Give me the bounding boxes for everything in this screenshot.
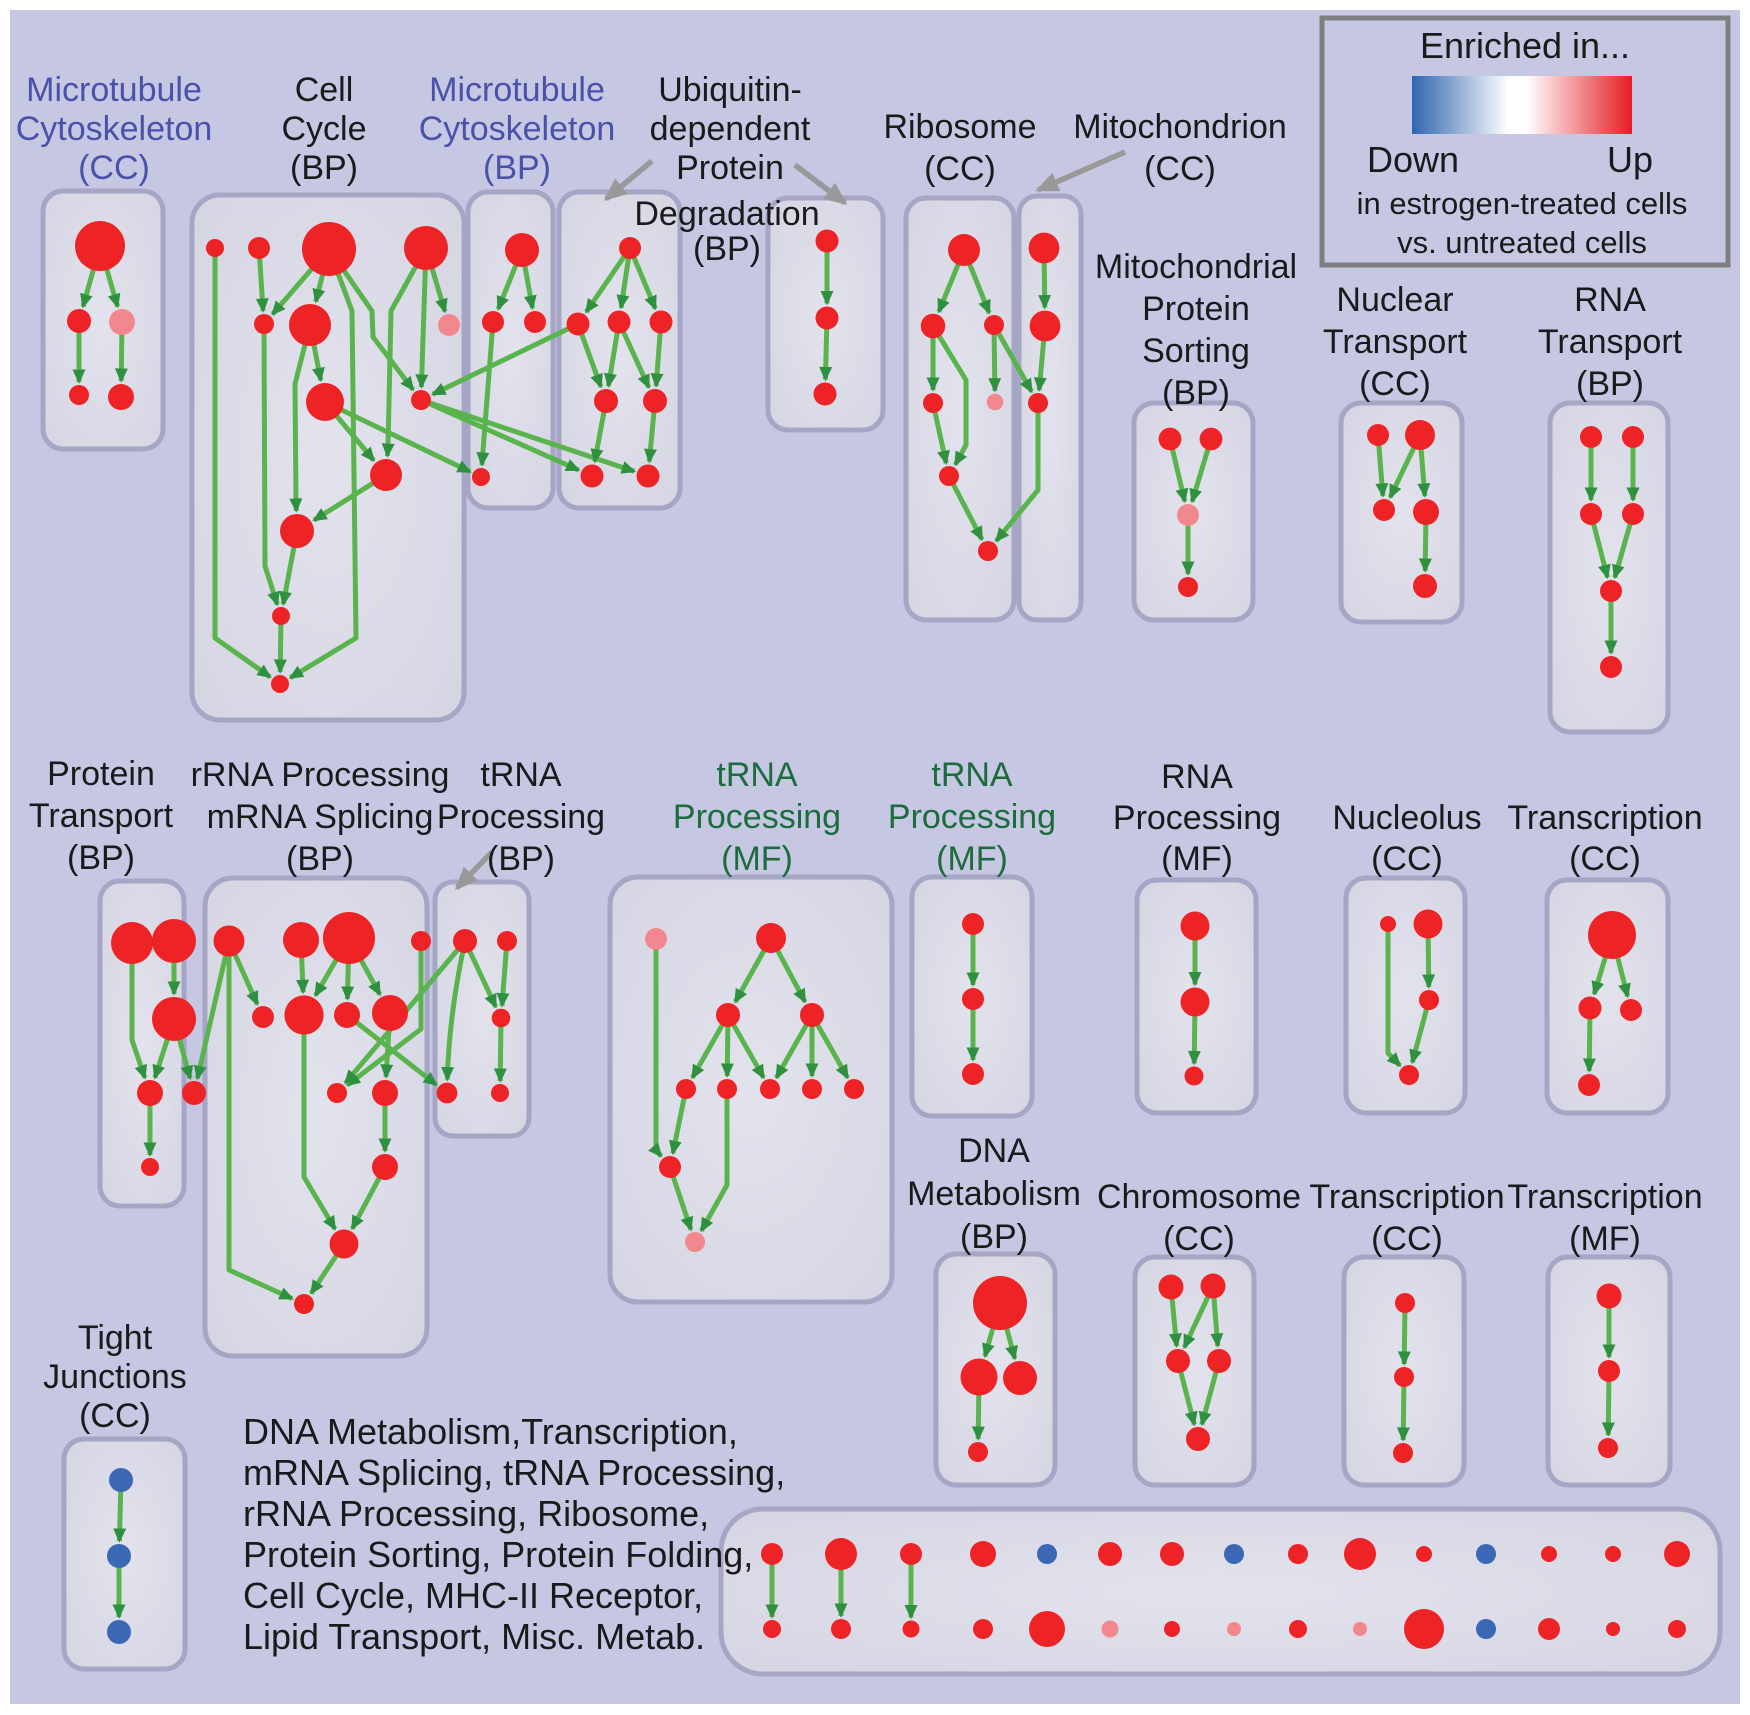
svg-text:(BP): (BP): [67, 839, 135, 877]
svg-text:tRNA: tRNA: [931, 756, 1013, 794]
svg-text:RNA: RNA: [1574, 281, 1646, 319]
svg-text:vs. untreated cells: vs. untreated cells: [1397, 225, 1647, 260]
svg-text:Cytoskeleton: Cytoskeleton: [419, 110, 616, 148]
svg-text:Ribosome: Ribosome: [883, 108, 1036, 146]
svg-text:(CC): (CC): [79, 1397, 151, 1435]
svg-text:Down: Down: [1367, 139, 1459, 180]
svg-text:Ubiquitin-: Ubiquitin-: [658, 71, 802, 109]
svg-text:Transcription: Transcription: [1309, 1178, 1504, 1216]
svg-text:(CC): (CC): [1359, 365, 1431, 403]
svg-text:DNA Metabolism,Transcription,: DNA Metabolism,Transcription,: [243, 1411, 738, 1452]
svg-text:Cell Cycle, MHC-II Receptor,: Cell Cycle, MHC-II Receptor,: [243, 1575, 703, 1616]
svg-text:(CC): (CC): [78, 149, 150, 187]
svg-text:Chromosome: Chromosome: [1097, 1178, 1301, 1216]
svg-text:mRNA Splicing, tRNA Processing: mRNA Splicing, tRNA Processing,: [243, 1452, 785, 1493]
svg-text:Transport: Transport: [1323, 323, 1468, 361]
svg-text:(BP): (BP): [1162, 374, 1230, 412]
svg-text:(CC): (CC): [1569, 840, 1641, 878]
svg-text:(CC): (CC): [1163, 1220, 1235, 1258]
svg-text:Metabolism: Metabolism: [907, 1175, 1081, 1213]
svg-text:Transport: Transport: [29, 797, 174, 835]
svg-text:Processing: Processing: [673, 798, 841, 836]
svg-text:in estrogen-treated cells: in estrogen-treated cells: [1357, 186, 1688, 221]
svg-text:RNA: RNA: [1161, 758, 1233, 796]
svg-text:Mitochondrion: Mitochondrion: [1073, 108, 1287, 146]
svg-text:tRNA: tRNA: [716, 756, 798, 794]
svg-text:Microtubule: Microtubule: [429, 71, 605, 109]
svg-text:(CC): (CC): [1371, 840, 1443, 878]
svg-text:Processing: Processing: [1113, 799, 1281, 837]
svg-text:Tight: Tight: [78, 1319, 153, 1357]
svg-text:dependent: dependent: [650, 110, 811, 148]
svg-text:(CC): (CC): [1371, 1220, 1443, 1258]
svg-text:Transcription: Transcription: [1507, 1178, 1702, 1216]
svg-text:rRNA Processing, Ribosome,: rRNA Processing, Ribosome,: [243, 1493, 709, 1534]
svg-text:Sorting: Sorting: [1142, 332, 1250, 370]
svg-text:rRNA Processing: rRNA Processing: [191, 756, 450, 794]
svg-text:(BP): (BP): [1576, 365, 1644, 403]
svg-text:(MF): (MF): [1569, 1220, 1641, 1258]
svg-text:Processing: Processing: [437, 798, 605, 836]
svg-text:Microtubule: Microtubule: [26, 71, 202, 109]
svg-text:Transcription: Transcription: [1507, 799, 1702, 837]
svg-text:Mitochondrial: Mitochondrial: [1095, 248, 1297, 286]
svg-text:Protein: Protein: [47, 755, 155, 793]
svg-text:Lipid Transport, Misc. Metab.: Lipid Transport, Misc. Metab.: [243, 1616, 705, 1657]
svg-text:(BP): (BP): [487, 840, 555, 878]
svg-text:Degradation: Degradation: [634, 195, 819, 233]
svg-text:Cycle: Cycle: [281, 110, 366, 148]
svg-text:(MF): (MF): [936, 840, 1008, 878]
svg-text:(BP): (BP): [286, 840, 354, 878]
svg-text:(BP): (BP): [290, 149, 358, 187]
svg-text:Cell: Cell: [295, 71, 354, 109]
svg-text:Up: Up: [1607, 139, 1653, 180]
svg-text:Enriched in...: Enriched in...: [1420, 25, 1630, 66]
svg-text:(CC): (CC): [1144, 150, 1216, 188]
svg-text:(BP): (BP): [483, 149, 551, 187]
svg-text:Nucleolus: Nucleolus: [1332, 799, 1481, 837]
svg-text:mRNA Splicing: mRNA Splicing: [207, 798, 434, 836]
svg-text:(CC): (CC): [924, 150, 996, 188]
svg-text:tRNA: tRNA: [480, 756, 562, 794]
svg-text:(MF): (MF): [1161, 840, 1233, 878]
svg-text:Cytoskeleton: Cytoskeleton: [16, 110, 213, 148]
svg-text:DNA: DNA: [958, 1132, 1030, 1170]
svg-text:(BP): (BP): [693, 230, 761, 268]
svg-text:Transport: Transport: [1538, 323, 1683, 361]
svg-text:Nuclear: Nuclear: [1336, 281, 1453, 319]
svg-text:Processing: Processing: [888, 798, 1056, 836]
svg-text:Protein: Protein: [676, 149, 784, 187]
svg-text:(MF): (MF): [721, 840, 793, 878]
svg-text:Protein: Protein: [1142, 290, 1250, 328]
svg-text:Protein Sorting, Protein Foldi: Protein Sorting, Protein Folding,: [243, 1534, 753, 1575]
svg-text:Junctions: Junctions: [43, 1358, 187, 1396]
svg-text:(BP): (BP): [960, 1218, 1028, 1256]
